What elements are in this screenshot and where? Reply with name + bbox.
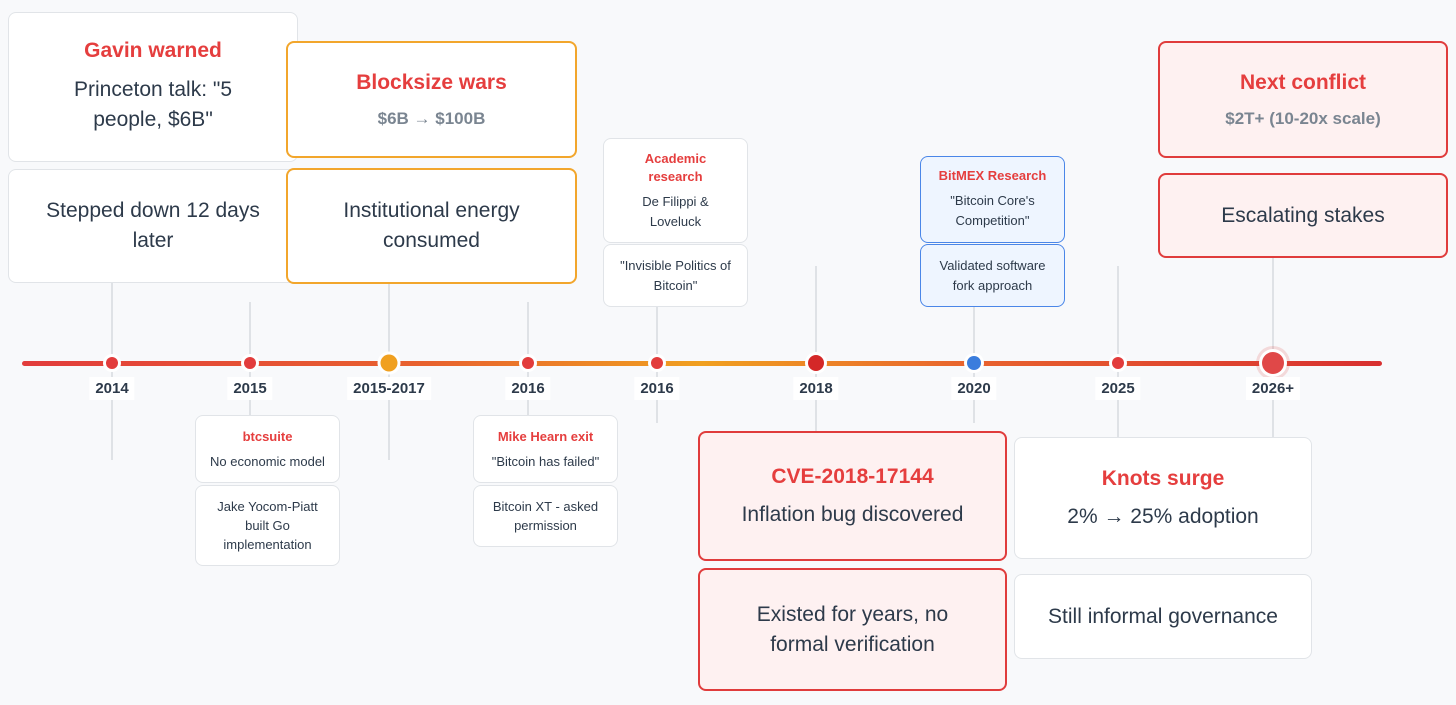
event-body: Inflation bug discovered bbox=[741, 503, 964, 526]
timeline-axis bbox=[22, 361, 1382, 366]
dot-2015-2017 bbox=[380, 354, 398, 372]
event-card-btcsuite: btcsuite No economic model bbox=[195, 415, 340, 483]
event-card-blocksize: Blocksize wars $6B → $100B bbox=[286, 41, 577, 158]
event-note: Bitcoin XT - asked permission bbox=[492, 499, 599, 533]
year-label-2020: 2020 bbox=[951, 377, 997, 400]
year-label-2014: 2014 bbox=[89, 377, 135, 400]
event-body: Princeton talk: "5 people, $6B" bbox=[73, 78, 233, 131]
dot-2015 bbox=[244, 357, 256, 369]
event-body: $2T+ (10-20x scale) bbox=[1225, 108, 1381, 128]
connector-2018 bbox=[815, 266, 817, 431]
event-note: Escalating stakes bbox=[1221, 203, 1385, 227]
year-label-2016b: 2016 bbox=[634, 377, 680, 400]
event-note-next: Escalating stakes bbox=[1158, 173, 1448, 258]
dot-2016b bbox=[651, 357, 663, 369]
connector-2015-2017 bbox=[388, 283, 390, 460]
event-body: $6B → $100B bbox=[377, 108, 486, 128]
dot-2014 bbox=[106, 357, 118, 369]
event-note-cve: Existed for years, no formal verificatio… bbox=[698, 568, 1007, 691]
event-title: btcsuite bbox=[242, 429, 293, 444]
event-card-next: Next conflict $2T+ (10-20x scale) bbox=[1158, 41, 1448, 158]
event-title: Blocksize wars bbox=[356, 70, 507, 94]
event-note-btcsuite: Jake Yocom-Piatt built Go implementation bbox=[195, 485, 340, 566]
dot-2020 bbox=[967, 356, 981, 370]
dot-2016a bbox=[522, 357, 534, 369]
event-title: CVE-2018-17144 bbox=[771, 465, 934, 488]
event-body: "Bitcoin Core's Competition" bbox=[950, 193, 1035, 228]
year-label-2026: 2026+ bbox=[1245, 377, 1301, 400]
event-title: Academic research bbox=[644, 150, 707, 184]
dot-2026 bbox=[1262, 352, 1284, 374]
event-note: Institutional energy consumed bbox=[343, 199, 520, 252]
year-label-2016a: 2016 bbox=[505, 377, 551, 400]
event-note-bitmex: Validated software fork approach bbox=[920, 244, 1065, 307]
dot-2025 bbox=[1112, 357, 1124, 369]
event-title: Gavin warned bbox=[84, 39, 222, 62]
event-title: Knots surge bbox=[1101, 467, 1225, 490]
event-note-gavin: Stepped down 12 days later bbox=[8, 169, 298, 283]
event-note-blocksize: Institutional energy consumed bbox=[286, 168, 577, 284]
event-body: No economic model bbox=[210, 454, 325, 469]
event-body: De Filippi & Loveluck bbox=[642, 193, 709, 229]
event-card-gavin: Gavin warned Princeton talk: "5 people, … bbox=[8, 12, 298, 162]
dot-2018 bbox=[808, 355, 824, 371]
event-note: Still informal governance bbox=[1048, 604, 1278, 628]
event-card-academic: Academic research De Filippi & Loveluck bbox=[603, 138, 748, 243]
event-card-bitmex: BitMEX Research "Bitcoin Core's Competit… bbox=[920, 156, 1065, 243]
year-label-2025: 2025 bbox=[1095, 377, 1141, 400]
connector-2026 bbox=[1272, 258, 1274, 437]
connector-2025 bbox=[1117, 266, 1119, 437]
event-note-knots: Still informal governance bbox=[1014, 574, 1312, 659]
event-card-knots: Knots surge 2% → 25% adoption bbox=[1014, 437, 1312, 559]
event-note: Validated software fork approach bbox=[939, 257, 1046, 293]
event-note: "Invisible Politics of Bitcoin" bbox=[620, 257, 731, 293]
event-note: Jake Yocom-Piatt built Go implementation bbox=[217, 499, 318, 552]
event-card-hearn: Mike Hearn exit "Bitcoin has failed" bbox=[473, 415, 618, 483]
event-body: "Bitcoin has failed" bbox=[491, 454, 600, 469]
event-card-cve: CVE-2018-17144 Inflation bug discovered bbox=[698, 431, 1007, 561]
event-title: BitMEX Research bbox=[938, 168, 1047, 183]
year-label-2015: 2015 bbox=[227, 377, 273, 400]
year-label-2018: 2018 bbox=[793, 377, 839, 400]
event-body: 2% → 25% adoption bbox=[1067, 505, 1259, 528]
year-label-2015-2017: 2015-2017 bbox=[347, 377, 431, 400]
event-note: Stepped down 12 days later bbox=[46, 199, 260, 252]
event-title: Next conflict bbox=[1239, 70, 1367, 94]
event-note: Existed for years, no formal verificatio… bbox=[756, 602, 949, 656]
event-title: Mike Hearn exit bbox=[497, 429, 594, 444]
event-note-academic: "Invisible Politics of Bitcoin" bbox=[603, 244, 748, 307]
connector-2014 bbox=[111, 283, 113, 460]
event-note-hearn: Bitcoin XT - asked permission bbox=[473, 485, 618, 547]
